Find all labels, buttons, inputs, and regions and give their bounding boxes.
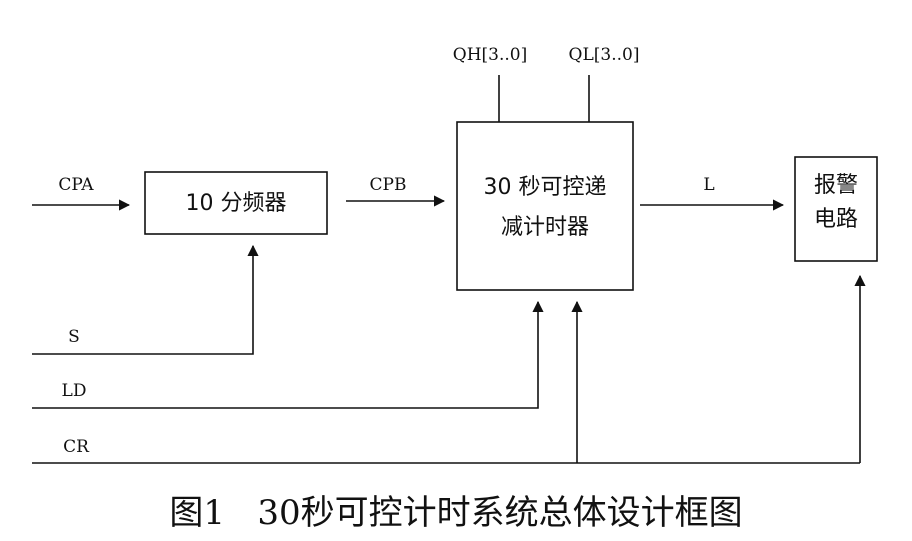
ql-label: QL[3..0]	[569, 45, 640, 65]
figure-caption: 图1 30秒可控计时系统总体设计框图	[169, 493, 742, 533]
cpb-label: CPB	[370, 175, 407, 195]
divider-label: 10 分频器	[186, 191, 287, 216]
counter-label-line1: 30 秒可控递	[484, 175, 607, 200]
qh-label: QH[3..0]	[453, 45, 527, 65]
counter-block	[456, 121, 634, 291]
alarm-block	[794, 156, 878, 262]
ld-label: LD	[62, 381, 87, 401]
l-label: L	[703, 175, 714, 195]
counter-label-line2: 减计时器	[501, 215, 589, 240]
s-line	[32, 244, 259, 355]
divider-block	[144, 171, 328, 235]
cr-label: CR	[63, 437, 90, 457]
cpa-label: CPA	[58, 175, 94, 195]
alarm-label-line1: 报警	[814, 173, 858, 198]
ld-line	[32, 300, 544, 409]
s-label: S	[68, 327, 80, 347]
alarm-label-line2: 电路	[814, 207, 858, 232]
